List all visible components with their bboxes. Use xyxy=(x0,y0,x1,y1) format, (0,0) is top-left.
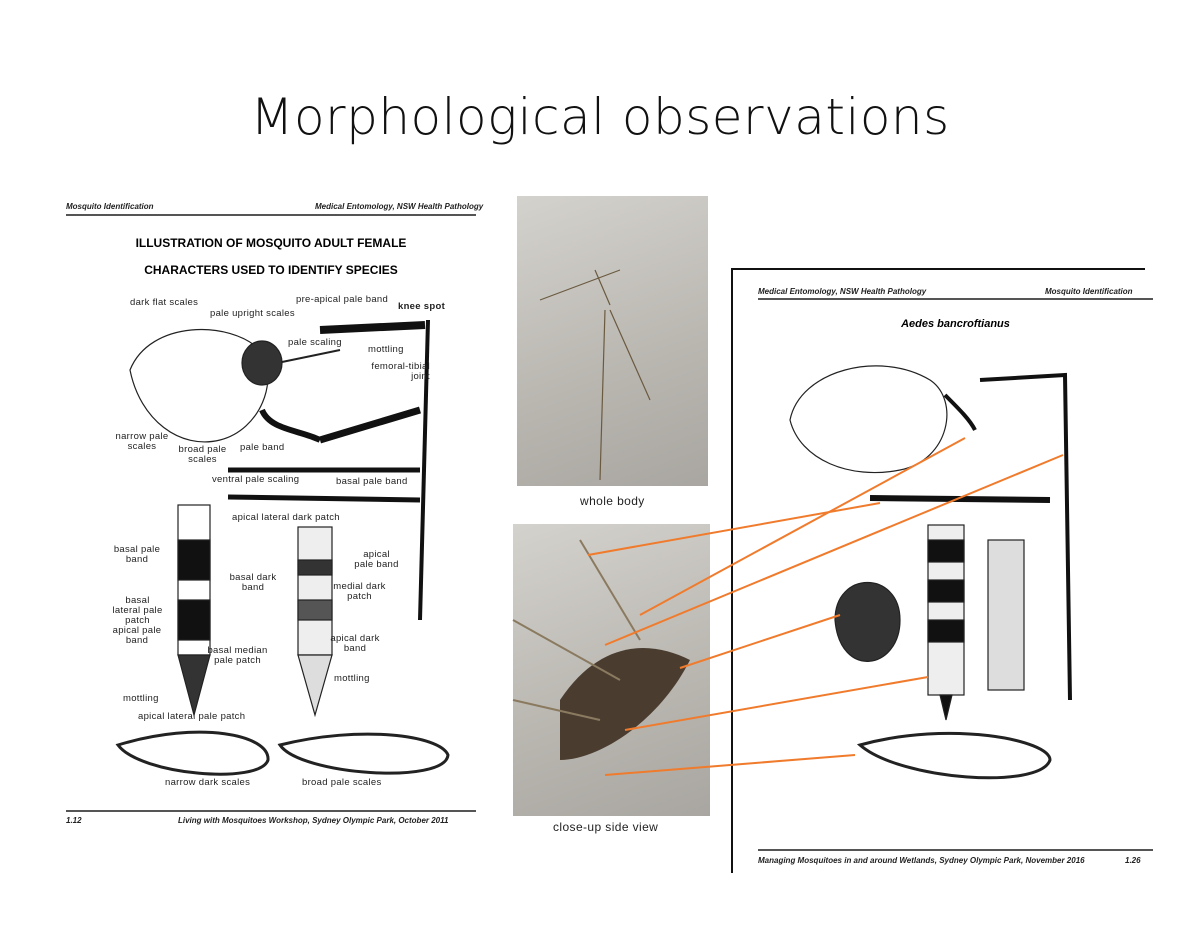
label: basal dark band xyxy=(229,572,277,593)
left-header-right: Medical Entomology, NSW Health Pathology xyxy=(315,202,484,211)
label: ventral pale scaling xyxy=(212,474,300,485)
label: apical lateral dark patch xyxy=(232,512,340,523)
label: narrow dark scales xyxy=(165,777,251,788)
label: basal pale band xyxy=(113,544,161,565)
label: mottling xyxy=(334,673,370,684)
label: basal lateral pale patch xyxy=(112,595,163,626)
label: mottling xyxy=(368,344,404,355)
whole-body-photo xyxy=(517,196,708,486)
label: knee spot xyxy=(398,301,446,312)
orange-arrows xyxy=(587,437,1064,776)
left-footer-left: 1.12 xyxy=(66,816,82,825)
label: pale band xyxy=(240,442,285,453)
left-heading-1: ILLUSTRATION OF MOSQUITO ADULT FEMALE xyxy=(135,236,407,250)
label: basal pale band xyxy=(336,476,408,487)
label: pre-apical pale band xyxy=(296,294,389,305)
species-name: Aedes bancroftianus xyxy=(901,318,1010,330)
right-footer-left: Managing Mosquitoes in and around Wetlan… xyxy=(758,856,1085,865)
label: pale scaling xyxy=(288,337,342,348)
label: apical dark band xyxy=(330,633,380,654)
left-heading-2: CHARACTERS USED TO IDENTIFY SPECIES xyxy=(144,263,398,277)
label: broad pale scales xyxy=(178,444,227,465)
label: broad pale scales xyxy=(302,777,382,788)
label: mottling xyxy=(123,693,159,704)
right-header-left: Medical Entomology, NSW Health Pathology xyxy=(758,287,927,296)
whole-body-caption: whole body xyxy=(580,494,645,508)
label: medial dark patch xyxy=(333,581,386,602)
label: dark flat scales xyxy=(130,297,199,308)
right-footer-right: 1.26 xyxy=(1125,856,1141,865)
label: apical lateral pale patch xyxy=(138,711,246,722)
left-header-left: Mosquito Identification xyxy=(66,202,154,211)
label: femoral-tibial joint xyxy=(371,361,430,382)
label: apical pale band xyxy=(112,625,162,646)
right-header-right: Mosquito Identification xyxy=(1045,287,1133,296)
close-up-caption: close-up side view xyxy=(553,820,659,834)
label: apical pale band xyxy=(354,549,399,570)
slide-title: Morphological observations xyxy=(250,88,950,146)
left-footer-right: Living with Mosquitoes Workshop, Sydney … xyxy=(178,816,449,825)
label: pale upright scales xyxy=(210,308,295,319)
label: basal median pale patch xyxy=(207,645,268,666)
label: narrow pale scales xyxy=(115,431,169,452)
